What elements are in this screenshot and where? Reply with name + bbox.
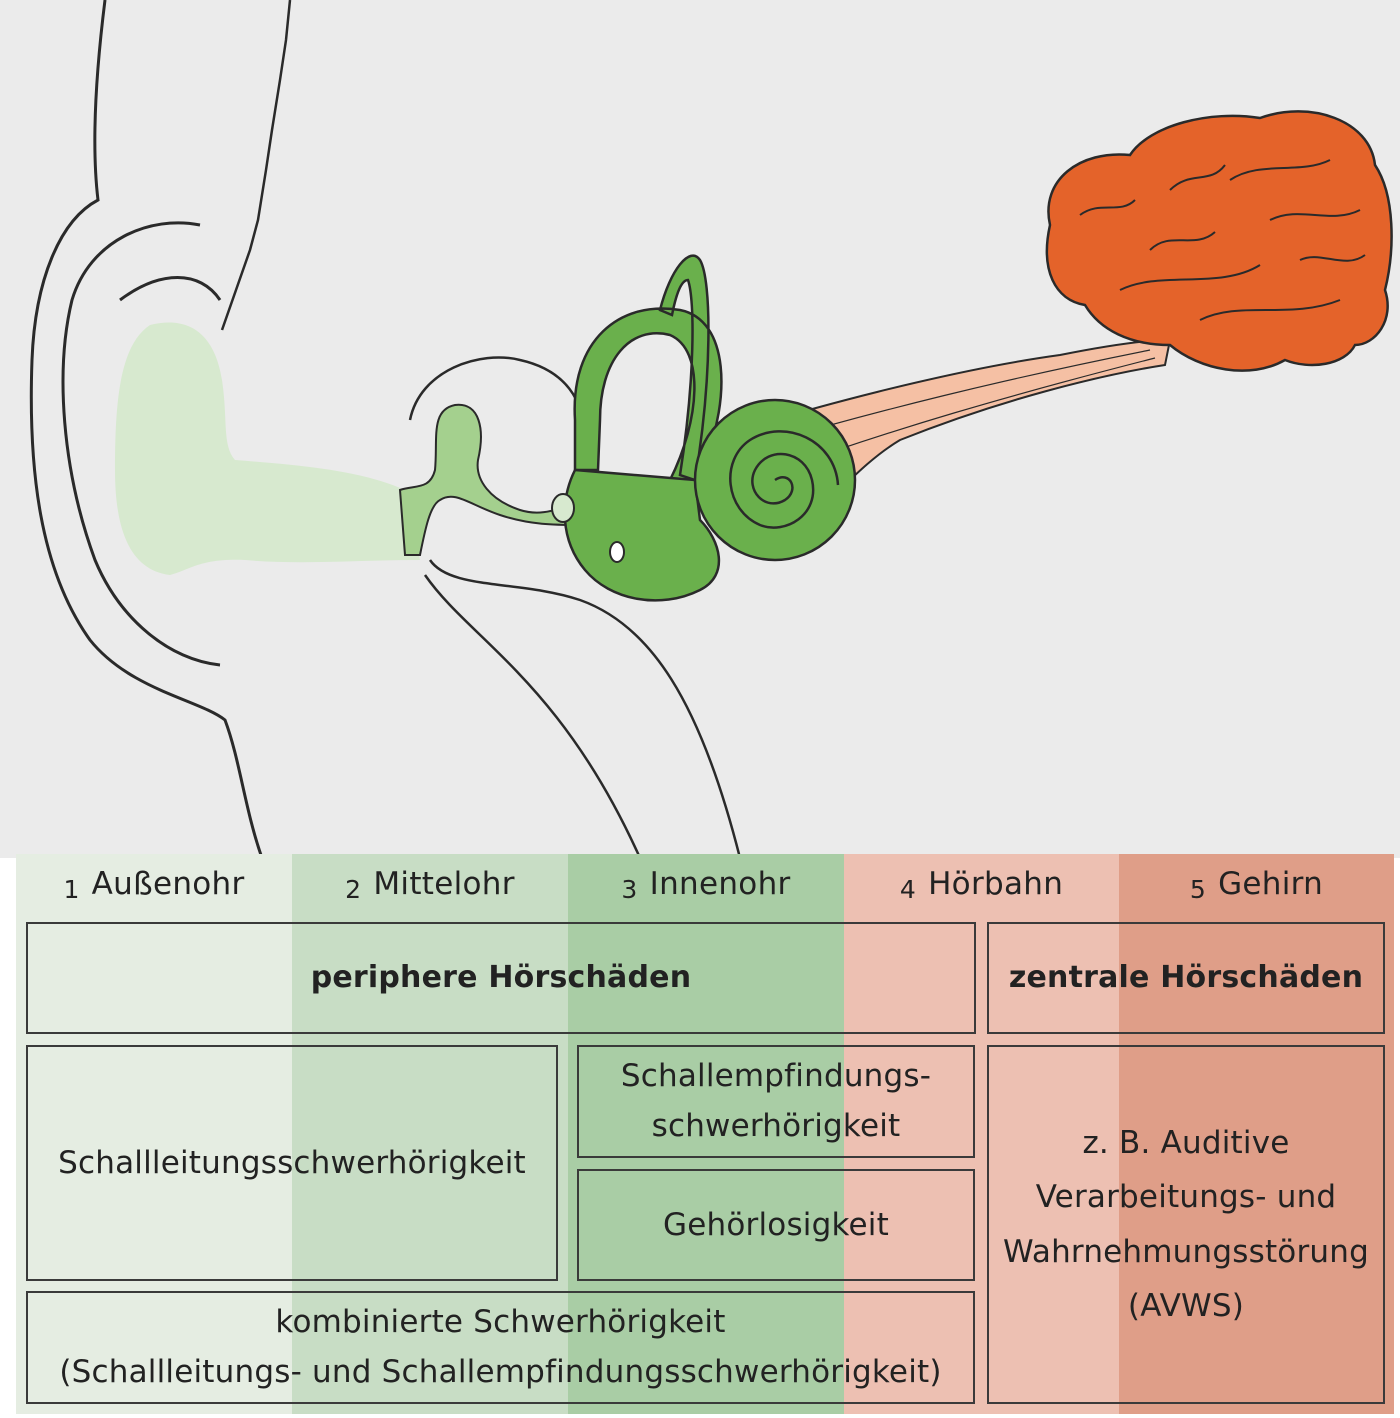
band-label-middle-ear: 2 Mittelohr	[292, 866, 568, 904]
head-outline	[29, 0, 264, 858]
peripheral-hearing-damage-box: periphere Hörschäden	[26, 922, 976, 1034]
sensorineural-hearing-loss-box: Schallempfindungs- schwerhörigkeit	[577, 1045, 975, 1158]
conductive-hearing-loss-box: Schallleitungsschwerhörigkeit	[26, 1045, 558, 1281]
round-window	[609, 541, 625, 563]
ear-anatomy-svg	[29, 0, 1393, 858]
band-title: Außenohr	[91, 866, 245, 902]
band-title: Mittelohr	[373, 866, 515, 902]
band-label-outer-ear: 1 Außenohr	[16, 866, 292, 904]
deafness-label: Gehörlosigkeit	[663, 1206, 889, 1243]
cochlea-spiral	[729, 430, 840, 529]
deafness-box: Gehörlosigkeit	[577, 1169, 975, 1281]
central-label: zentrale Hörschäden	[1008, 959, 1364, 995]
avws-box: z. B. Auditive Verarbeitungs- und Wahrne…	[987, 1045, 1385, 1404]
inner-ear-vestibule	[563, 468, 720, 602]
central-hearing-damage-box: zentrale Hörschäden	[987, 922, 1385, 1034]
ear-anatomy-illustration	[0, 0, 1400, 858]
band-auditory-pathway: 4 Hörbahn	[844, 854, 1119, 1414]
band-title: Hörbahn	[928, 866, 1064, 902]
band-number: 1	[63, 875, 80, 904]
band-label-auditory-pathway: 4 Hörbahn	[844, 866, 1119, 904]
peripheral-label: periphere Hörschäden	[310, 959, 692, 995]
band-number: 5	[1189, 875, 1207, 904]
sensorineural-label: Schallempfindungs- schwerhörigkeit	[620, 1057, 932, 1144]
band-title: Innenohr	[649, 866, 791, 902]
brain	[1045, 110, 1393, 372]
band-brain: 5 Gehirn	[1119, 854, 1394, 1414]
band-number: 4	[899, 875, 917, 904]
band-number: 3	[621, 875, 638, 904]
auricle-fold	[61, 221, 222, 667]
combined-label: kombinierte Schwerhörigkeit (Schallleitu…	[59, 1303, 942, 1390]
band-label-brain: 5 Gehirn	[1119, 866, 1394, 904]
oval-window	[551, 493, 575, 523]
hair-line	[220, 0, 292, 331]
band-label-inner-ear: 3 Innenohr	[568, 866, 844, 904]
band-number: 2	[345, 875, 362, 904]
band-middle-ear: 2 Mittelohr	[292, 854, 568, 1414]
combined-hearing-loss-box: kombinierte Schwerhörigkeit (Schallleitu…	[26, 1291, 975, 1404]
brain-gyri	[1079, 159, 1366, 321]
band-title: Gehirn	[1218, 866, 1324, 902]
outer-ear-canal	[115, 322, 420, 575]
avws-label: z. B. Auditive Verarbeitungs- und Wahrne…	[1003, 1125, 1369, 1324]
conductive-label: Schallleitungsschwerhörigkeit	[58, 1144, 526, 1181]
middle-ear-ossicles	[398, 403, 582, 556]
band-inner-ear: 3 Innenohr	[568, 854, 844, 1414]
band-outer-ear: 1 Außenohr	[16, 854, 292, 1414]
